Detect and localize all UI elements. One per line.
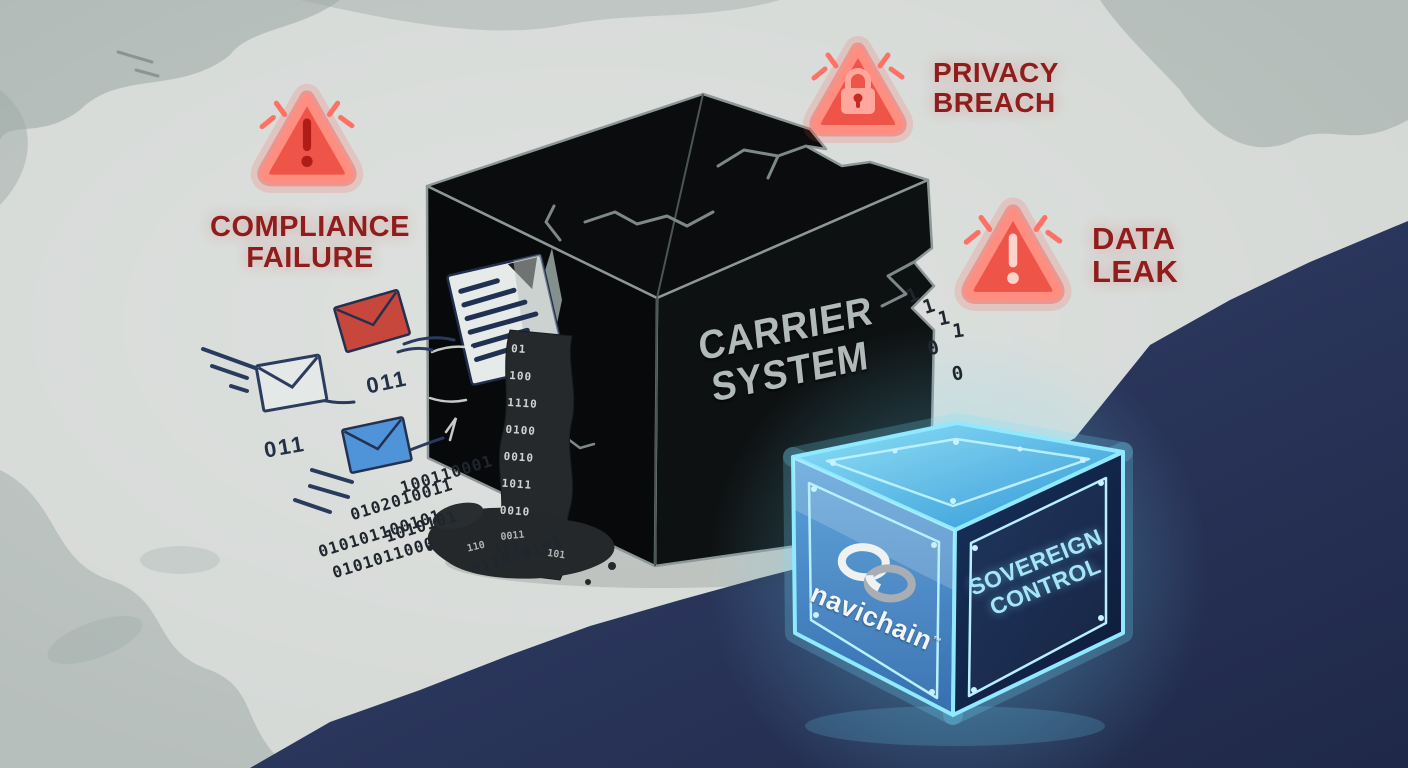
sovereign-cube xyxy=(783,413,1133,725)
data-leak-label: DATA LEAK xyxy=(1092,222,1178,289)
data-leak-line2: LEAK xyxy=(1092,254,1179,290)
compliance-line1: COMPLIANCE xyxy=(210,211,410,243)
warning-triangle-exclamation-icon xyxy=(250,83,364,193)
privacy-line1: PRIVACY xyxy=(933,57,1059,88)
speed-lines xyxy=(201,336,456,514)
spill-bits: 0010 xyxy=(499,503,531,519)
spill-blob xyxy=(432,502,484,530)
puddle-bits: 101 xyxy=(546,548,566,562)
navichain-loops-logo xyxy=(837,543,916,603)
box-inner-edges xyxy=(654,93,704,567)
envelope-white-icon xyxy=(254,353,329,413)
cube-floor-reflection xyxy=(805,706,1105,746)
spill-bits: 0100 xyxy=(505,422,537,438)
cube-rivets xyxy=(811,439,1104,695)
cube-right-face xyxy=(951,450,1125,717)
cube-right-panel xyxy=(967,476,1108,698)
compliance-line2: FAILURE xyxy=(246,242,374,275)
spill-bits: 01 xyxy=(510,341,527,357)
spill-bits: 1110 xyxy=(506,395,539,411)
warning-triangle-lock-icon xyxy=(802,36,914,143)
spill-bits: 100 xyxy=(508,368,533,384)
envelope-blue-icon xyxy=(341,416,413,474)
warning-triangle-exclamation-icon xyxy=(954,197,1072,311)
envelope-red-icon xyxy=(333,289,411,353)
data-leak-line1: DATA xyxy=(1092,221,1176,256)
privacy-breach-label: PRIVACY BREACH xyxy=(933,57,1059,119)
crack-streaks xyxy=(428,345,474,442)
carrier-box xyxy=(425,92,936,568)
cube-top-panel xyxy=(825,437,1091,508)
compliance-failure-label: COMPLIANCE FAILURE xyxy=(180,211,440,275)
privacy-line2: BREACH xyxy=(933,87,1056,119)
binary-spill-puddle xyxy=(427,507,615,579)
box-cracks xyxy=(544,144,916,504)
spill-bits: 0010 xyxy=(503,449,535,465)
spill-bits: 1011 xyxy=(501,476,533,492)
spill-splatter xyxy=(427,545,616,585)
